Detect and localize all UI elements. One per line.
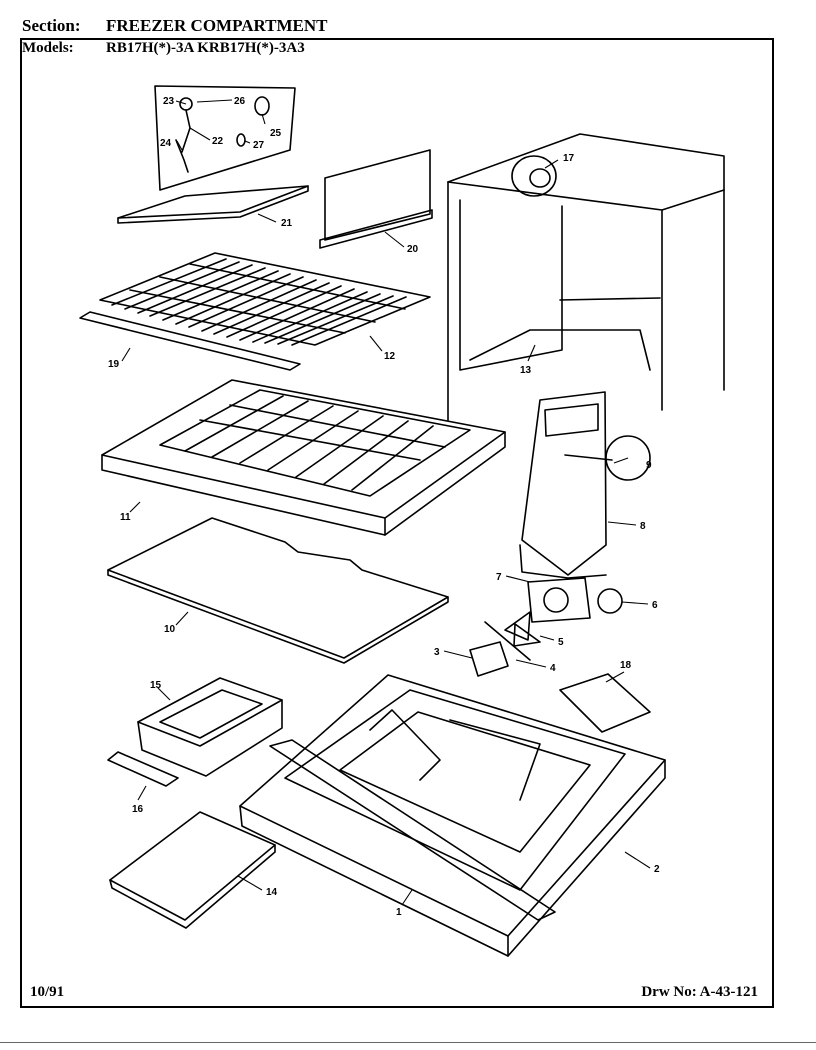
callout-13: 13	[520, 365, 532, 376]
part-11-tray	[101, 379, 506, 536]
callout-7: 7	[496, 572, 502, 583]
callout-10: 10	[164, 624, 176, 635]
models-header: Models: RB17H(*)-3A KRB17H(*)-3A3	[22, 40, 305, 57]
callout-23: 23	[163, 96, 175, 107]
part-16-handle	[107, 751, 179, 787]
part-18-cover	[559, 673, 651, 733]
section-header: Section: FREEZER COMPARTMENT	[22, 16, 328, 36]
callout-20: 20	[407, 244, 419, 255]
part-8-air-duct	[519, 391, 607, 579]
callout-19: 19	[108, 359, 120, 370]
callout-24: 24	[160, 138, 172, 149]
part-7-fan-bracket	[527, 577, 591, 623]
part-3-fan-motor	[469, 641, 509, 677]
callout-8: 8	[640, 521, 646, 532]
freezer-cabinet	[447, 133, 725, 421]
callout-14: 14	[266, 887, 278, 898]
part-15-ice-bin	[137, 677, 283, 777]
part-1-freezer-floor	[239, 674, 666, 957]
callout-15: 15	[150, 680, 162, 691]
part-5-fan-blade	[504, 611, 541, 647]
callout-18: 18	[620, 660, 632, 671]
part-20-bracket	[324, 149, 431, 241]
drawing-date: 10/91	[30, 984, 65, 1000]
part-12-wire-shelf	[99, 252, 431, 346]
models-value: RB17H(*)-3A KRB17H(*)-3A3	[106, 40, 305, 56]
models-label: Models:	[22, 40, 74, 56]
callout-26: 26	[234, 96, 246, 107]
callout-6: 6	[652, 600, 658, 611]
callout-1: 1	[396, 907, 402, 918]
part-14-ice-tray	[109, 811, 276, 929]
callout-25: 25	[270, 128, 282, 139]
callout-5: 5	[558, 637, 564, 648]
callout-22: 22	[212, 136, 224, 147]
callout-27: 27	[253, 140, 265, 151]
callout-11: 11	[120, 512, 131, 523]
callout-3: 3	[434, 647, 440, 658]
callout-12: 12	[384, 351, 396, 362]
callout-16: 16	[132, 804, 144, 815]
part-6-grommet	[597, 588, 623, 614]
part-10-panel	[107, 517, 449, 659]
callout-17: 17	[563, 153, 575, 164]
part-19-rail	[79, 311, 301, 371]
callout-9: 9	[646, 460, 652, 471]
part-9-damper-knob	[605, 435, 651, 481]
callout-2: 2	[654, 864, 660, 875]
section-label: Section:	[22, 16, 81, 35]
part-2-frame-rail	[269, 739, 556, 921]
drawing-number: Drw No: A-43-121	[641, 984, 758, 1000]
diagram-frame	[20, 38, 774, 1008]
callout-21: 21	[281, 218, 293, 229]
page-bottom-rule	[0, 1042, 816, 1043]
callout-4: 4	[550, 663, 556, 674]
section-title: FREEZER COMPARTMENT	[106, 16, 328, 35]
